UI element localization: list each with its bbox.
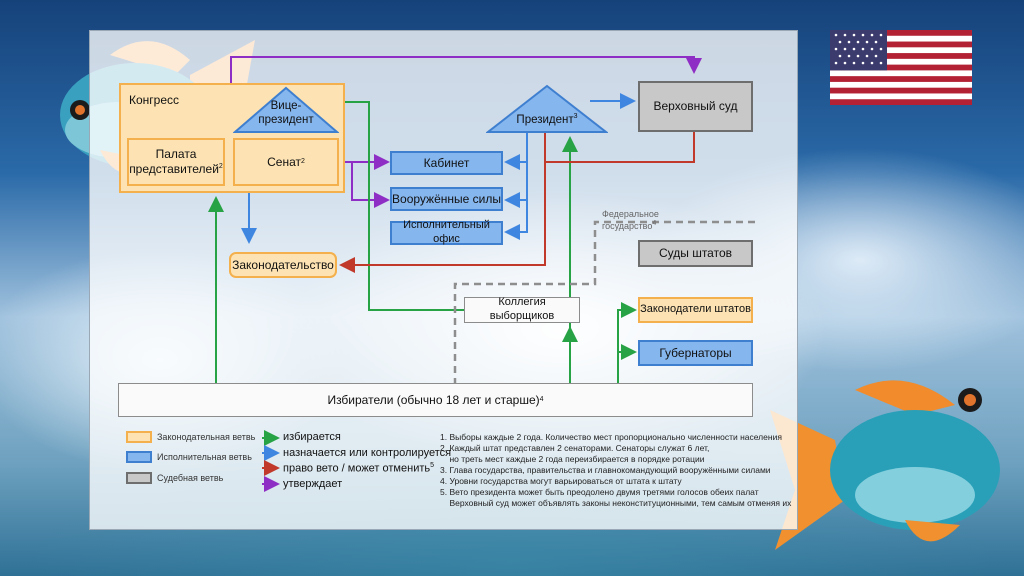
house-box[interactable]: Палата представителей2 (127, 138, 225, 186)
federal-state-note: 4 (652, 219, 657, 227)
note-3: 3. Глава государства, правительства и гл… (440, 465, 771, 475)
electoral-college-label: Коллегия выборщиков (489, 296, 555, 322)
president-shape[interactable] (486, 84, 608, 134)
house-note: 2 (218, 163, 223, 170)
vice-president-line2: президент (258, 113, 314, 126)
note-2-cont: но треть мест каждые 2 года переизбирает… (440, 454, 705, 464)
president-label: Президент3 (486, 113, 608, 126)
state-courts-label: Суды штатов (658, 246, 733, 260)
legislation-box[interactable]: Законодательство (229, 252, 337, 278)
president-label-text: Президент (516, 113, 574, 126)
federal-state-line2: государство (602, 220, 653, 231)
legend-swatch-executive (126, 451, 152, 463)
note-4: 4. Уровни государства могут варьироватьс… (440, 476, 682, 486)
note-2: 2. Каждый штат представлен 2 сенаторами.… (440, 443, 710, 453)
state-legislators-box[interactable]: Законодатели штатов (638, 297, 753, 323)
legend-veto-note: 5 (430, 462, 435, 469)
vice-president-line1: Вице- (270, 100, 302, 112)
house-label-line1: Палата (155, 147, 197, 161)
senate-note: 2 (300, 157, 305, 165)
executive-office-box[interactable]: Исполнительный офис (390, 219, 503, 245)
supreme-court-box[interactable]: Верховный суд (638, 81, 753, 132)
voters-note: 4 (539, 395, 544, 403)
legend-appoints-label: назначается или контролируется (283, 447, 452, 459)
legend-veto-text: право вето / может отменить (283, 462, 431, 475)
executive-office-label: Исполнительный офис (403, 219, 490, 245)
state-legislators-label: Законодатели штатов (640, 303, 751, 316)
armed-forces-label: Вооружённые силы (392, 191, 501, 206)
senate-label: Сенат (267, 154, 301, 169)
legend-judicial-label: Судебная ветвь (157, 473, 224, 483)
cabinet-label: Кабинет (423, 155, 470, 170)
legend-veto-label: право вето / может отменить5 (283, 462, 434, 475)
armed-forces-box[interactable]: Вооружённые силы (390, 187, 503, 211)
voters-box[interactable]: Избиратели (обычно 18 лет и старше)4 (118, 383, 753, 417)
electoral-college-box[interactable]: Коллегия выборщиков (464, 296, 580, 323)
legislation-label: Законодательство (232, 257, 334, 272)
legend-elects-label: избирается (283, 431, 341, 443)
legend-legislative-label: Законодательная ветвь (157, 432, 256, 442)
vice-president-label: Вице- президент (233, 100, 339, 128)
supreme-court-label: Верховный суд (653, 99, 738, 113)
legend-approves-label: утверждает (283, 478, 343, 490)
vice-president-shape[interactable] (233, 86, 339, 134)
note-5: 5. Вето президента может быть преодолено… (440, 487, 759, 497)
voters-label: Избиратели (обычно 18 лет и старше) (327, 392, 540, 407)
legend-swatch-legislative (126, 431, 152, 443)
note-5-cont: Верховный суд может объявлять законы нек… (440, 498, 792, 508)
house-label-line2: представителей (129, 162, 219, 176)
cabinet-box[interactable]: Кабинет (390, 151, 503, 175)
federal-state-label: Федеральное государство4 (602, 209, 659, 232)
president-note: 3 (573, 113, 578, 120)
us-flag-icon (830, 30, 972, 105)
federal-state-line1: Федеральное (602, 209, 659, 219)
governors-label: Губернаторы (659, 345, 732, 360)
congress-title: Конгресс (129, 93, 180, 107)
legend-executive-label: Исполнительная ветвь (157, 452, 252, 462)
legend-swatch-judicial (126, 472, 152, 484)
state-courts-box[interactable]: Суды штатов (638, 240, 753, 267)
governors-box[interactable]: Губернаторы (638, 340, 753, 366)
note-1: 1. Выборы каждые 2 года. Количество мест… (440, 432, 782, 442)
